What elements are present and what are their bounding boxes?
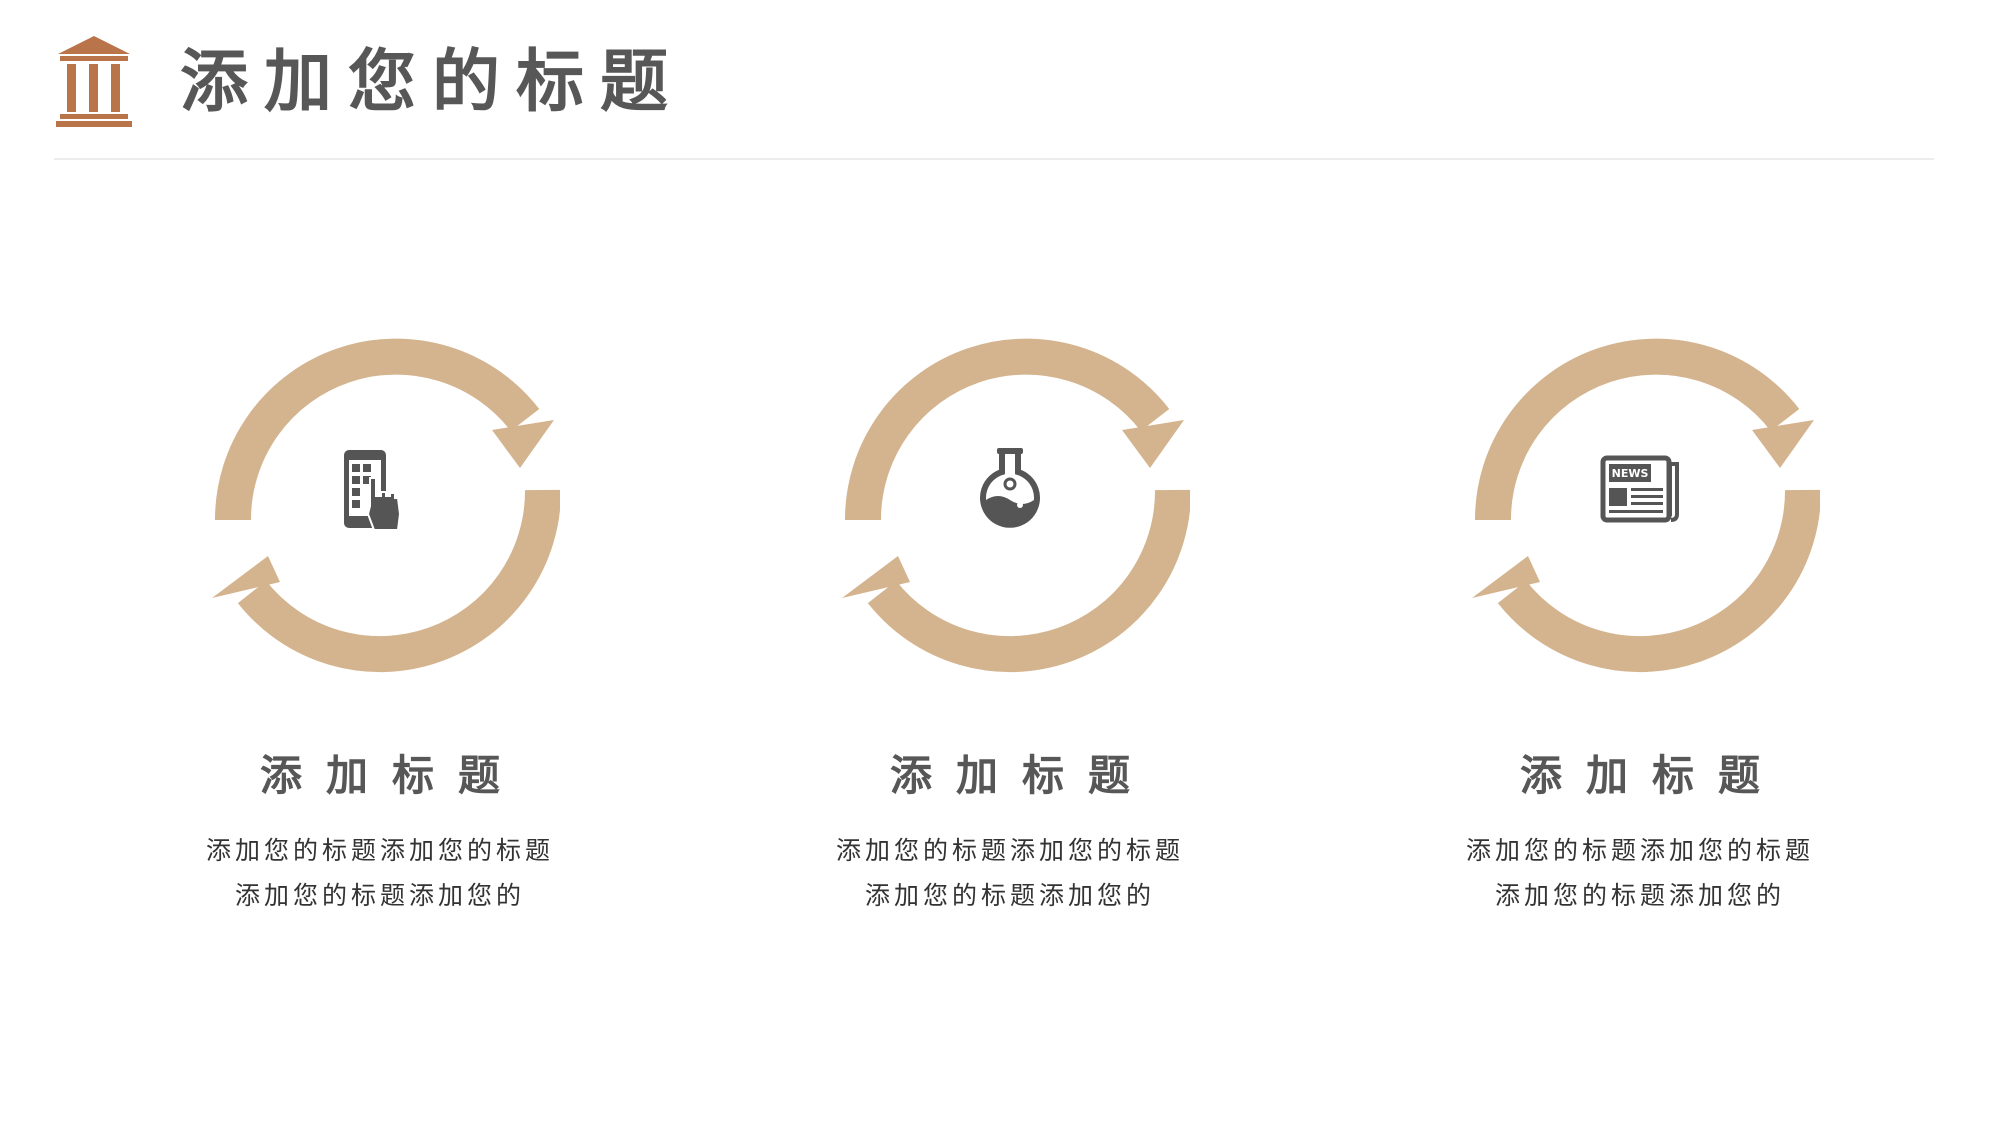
- card-description-line: 添加您的标题添加您的标题: [205, 836, 554, 865]
- cycle-arrows-graphic: [212, 338, 560, 673]
- card-description: 添加您的标题添加您的标题 添加您的标题添加您的: [730, 828, 1290, 918]
- header-divider: [54, 158, 1934, 160]
- card-description-line: 添加您的标题添加您的: [234, 881, 525, 910]
- museum-pillars-icon: [56, 36, 132, 127]
- feature-card-2: 添加标题 添加您的标题添加您的标题 添加您的标题添加您的: [730, 300, 1290, 940]
- feature-card-1: 添加标题 添加您的标题添加您的标题 添加您的标题添加您的: [100, 300, 660, 940]
- card-description: 添加您的标题添加您的标题 添加您的标题添加您的: [100, 828, 660, 918]
- card-description-line: 添加您的标题添加您的标题: [835, 836, 1184, 865]
- card-title: 添加标题: [259, 751, 524, 800]
- smartphone-touch-icon: [344, 450, 402, 531]
- cycle-arrows-graphic: [842, 338, 1190, 673]
- newspaper-icon: NEWS: [1600, 455, 1679, 523]
- card-description-line: 添加您的标题添加您的: [1494, 881, 1785, 910]
- page-title: 添加您的标题: [180, 43, 685, 122]
- flask-icon: [980, 448, 1040, 528]
- card-title: 添加标题: [1519, 751, 1784, 800]
- newspaper-icon-label: NEWS: [1612, 467, 1649, 480]
- card-description-line: 添加您的标题添加您的: [864, 881, 1155, 910]
- card-description: 添加您的标题添加您的标题 添加您的标题添加您的: [1360, 828, 1920, 918]
- feature-card-3: NEWS 添加标题 添加您的标题添加您的标题 添加您的标题添加您的: [1360, 300, 1920, 940]
- card-title: 添加标题: [889, 751, 1154, 800]
- card-description-line: 添加您的标题添加您的标题: [1465, 836, 1814, 865]
- cycle-arrows-graphic: NEWS: [1472, 338, 1820, 673]
